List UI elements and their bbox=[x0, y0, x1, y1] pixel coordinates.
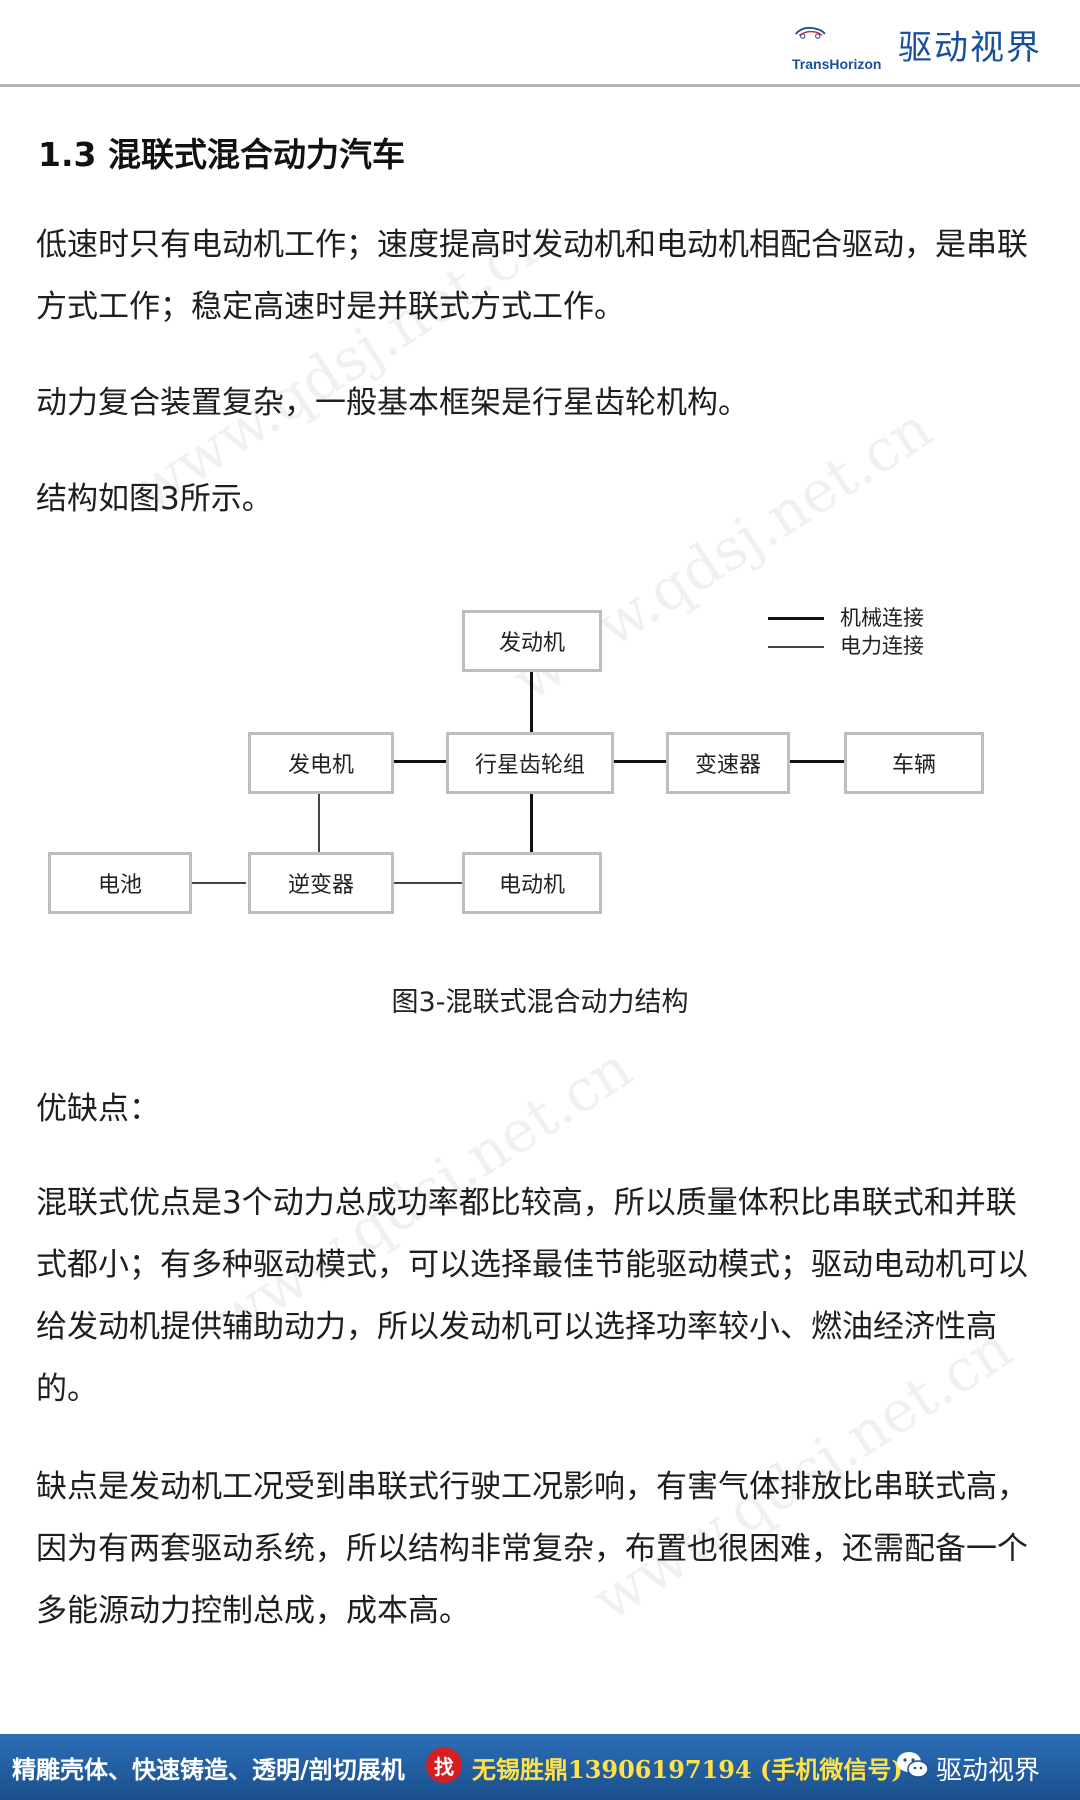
legend-mechanical-label: 机械连接 bbox=[840, 606, 924, 630]
paragraph-figure-ref: 结构如图3所示。 bbox=[36, 481, 273, 517]
inverter-box: 逆变器 bbox=[248, 852, 394, 914]
generator-planetary-link bbox=[392, 760, 448, 763]
paragraph-intro: 低速时只有电动机工作；速度提高时发动机和电动机相配合驱动，是串联方式工作；稳定高… bbox=[36, 227, 1028, 325]
transmission-vehicle-link bbox=[788, 760, 846, 763]
page-header: TransHorizon 驱动视界 bbox=[0, 0, 1080, 88]
transmission-box: 变速器 bbox=[666, 732, 790, 794]
planetary-transmission-link bbox=[612, 760, 668, 763]
transhorizon-logo-icon bbox=[794, 26, 826, 39]
pros-cons-heading: 优缺点： bbox=[36, 1091, 160, 1127]
brand-english: TransHorizon bbox=[792, 56, 882, 72]
planetary-motor-link bbox=[530, 792, 533, 852]
planetary-gear-box: 行星齿轮组 bbox=[446, 732, 614, 794]
footer-brand: 驱动视界 bbox=[936, 1756, 1041, 1786]
vehicle-box: 车辆 bbox=[844, 732, 984, 794]
battery-inverter-link bbox=[190, 882, 246, 884]
header-divider bbox=[0, 84, 1080, 87]
generator-box: 发电机 bbox=[248, 732, 394, 794]
paragraph-planetary: 动力复合装置复杂，一般基本框架是行星齿轮机构。 bbox=[36, 385, 749, 421]
find-badge-icon: 找 bbox=[426, 1747, 462, 1783]
motor-box: 电动机 bbox=[462, 852, 602, 914]
cons-paragraph: 缺点是发动机工况受到串联式行驶工况影响，有害气体排放比串联式高，因为有两套驱动系… bbox=[36, 1469, 1028, 1629]
engine-box: 发动机 bbox=[462, 610, 602, 672]
footer-ad-text: 精雕壳体、快速铸造、透明/剖切展机 bbox=[12, 1755, 405, 1784]
pros-paragraph: 混联式优点是3个动力总成功率都比较高，所以质量体积比串联式和并联式都小；有多种驱… bbox=[36, 1185, 1028, 1407]
inverter-motor-link bbox=[392, 882, 464, 884]
hybrid-structure-diagram: 机械连接 电力连接 发动机 发电机 行星齿轮组 变速器 车辆 电池 逆变器 电动… bbox=[40, 590, 1030, 930]
figure-caption: 图3-混联式混合动力结构 bbox=[391, 987, 689, 1018]
generator-inverter-link bbox=[318, 792, 320, 852]
section-title: 1.3 混联式混合动力汽车 bbox=[38, 135, 405, 174]
brand-chinese: 驱动视界 bbox=[898, 28, 1042, 68]
wechat-icon bbox=[897, 1752, 929, 1778]
footer-ad-banner: 精雕壳体、快速铸造、透明/剖切展机 找 无锡胜鼎13906197194 (手机微… bbox=[0, 1734, 1080, 1800]
legend-electrical-line bbox=[768, 646, 824, 648]
battery-box: 电池 bbox=[48, 852, 192, 914]
footer-contact: 无锡胜鼎13906197194 (手机微信号) bbox=[472, 1755, 903, 1784]
legend-electrical-label: 电力连接 bbox=[840, 634, 924, 658]
engine-planetary-link bbox=[530, 670, 533, 738]
legend-mechanical-line bbox=[768, 617, 824, 620]
